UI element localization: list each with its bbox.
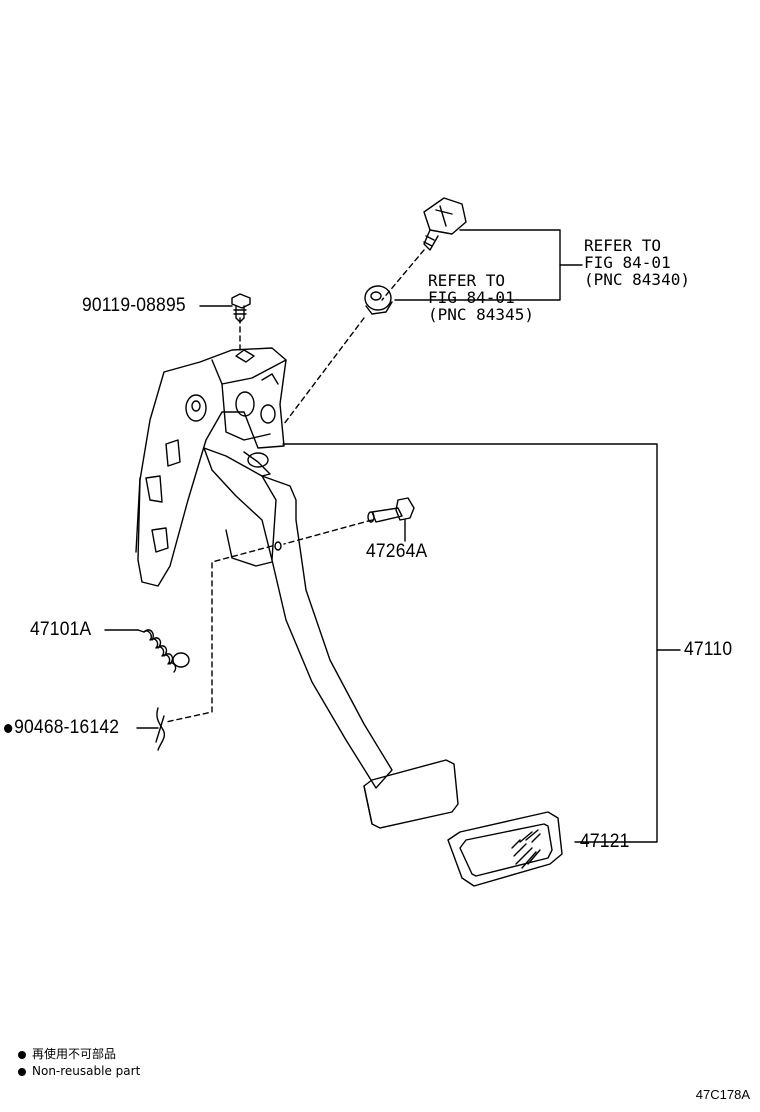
ref-right: REFER TO FIG 84-01 (PNC 84340) (584, 237, 690, 288)
legend-en-text: Non-reusable part (32, 1064, 141, 1078)
legend-row-jp: 再使用不可部品 (18, 1046, 140, 1063)
non-reusable-dot-icon (18, 1050, 26, 1059)
legend-jp-text: 再使用不可部品 (32, 1047, 117, 1061)
retaining-clip (155, 707, 166, 751)
ref-right-line-2: FIG 84-01 (584, 253, 671, 272)
label-clip: 90468-16142 (4, 718, 119, 738)
pedal-arm (203, 447, 393, 789)
legend-row-en: Non-reusable part (18, 1063, 140, 1080)
drawing-code: 47C178A (695, 1087, 750, 1102)
label-spring: 47101A (30, 619, 92, 640)
ref-left-line-2: FIG 84-01 (428, 288, 515, 307)
leader-lines (104, 229, 681, 843)
pedal-pin (367, 497, 415, 523)
pedal-pad (447, 811, 563, 887)
ref-right-line-3: (PNC 84340) (584, 270, 690, 289)
label-pin: 47264A (366, 541, 428, 562)
label-pedal-assy: 47110 (684, 639, 733, 660)
pedal-bracket (135, 347, 287, 587)
ref-right-line-1: REFER TO (584, 236, 662, 255)
cushion-part (364, 285, 393, 315)
label-bolt: 90119-08895 (82, 295, 186, 316)
return-spring (137, 629, 190, 673)
pedal-foot (363, 759, 459, 829)
ref-left-line-1: REFER TO (428, 271, 506, 290)
label-clip-text: 90468-16142 (14, 717, 120, 738)
non-reusable-dot-icon (4, 724, 13, 733)
dashed-lines (165, 249, 425, 723)
legend: 再使用不可部品 Non-reusable part (18, 1046, 140, 1080)
ref-left: REFER TO FIG 84-01 (PNC 84345) (428, 272, 534, 323)
non-reusable-dot-icon (18, 1067, 26, 1076)
stop-lamp-switch (423, 197, 467, 251)
label-pad: 47121 (580, 831, 630, 852)
bolt (231, 293, 251, 323)
ref-left-line-3: (PNC 84345) (428, 305, 534, 324)
